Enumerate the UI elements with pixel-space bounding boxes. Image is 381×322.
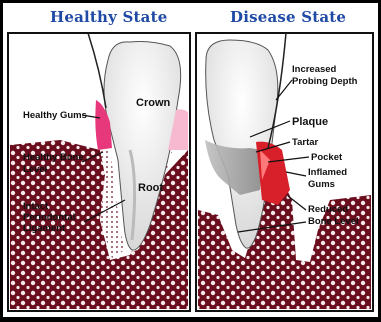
intact-label-line2: Periodontal <box>23 212 75 223</box>
crown-label: Crown <box>136 97 171 109</box>
healthy-bone-label-line2: Level <box>23 164 47 175</box>
inflamed-label-line2: Gums <box>308 179 335 190</box>
root-label: Root <box>138 182 163 194</box>
intact-label-line3: Ligament <box>23 223 66 234</box>
pocket-label: Pocket <box>311 152 343 163</box>
reduced-label-line1: Reduced <box>308 204 348 215</box>
increased-label-line2: Probing Depth <box>292 76 358 87</box>
inflamed-label-line1: Inflamed <box>308 167 347 178</box>
reduced-label-line2: Bone Level <box>308 216 359 227</box>
plaque-label: Plaque <box>292 116 328 128</box>
healthy-gums-label: Healthy Gums <box>23 110 87 121</box>
healthy-bone-label-line1: Healthy Bone <box>23 152 84 163</box>
intact-label-line1: Intact <box>23 201 49 212</box>
increased-label-line1: Increased <box>292 64 337 75</box>
tartar-label: Tartar <box>292 137 319 148</box>
